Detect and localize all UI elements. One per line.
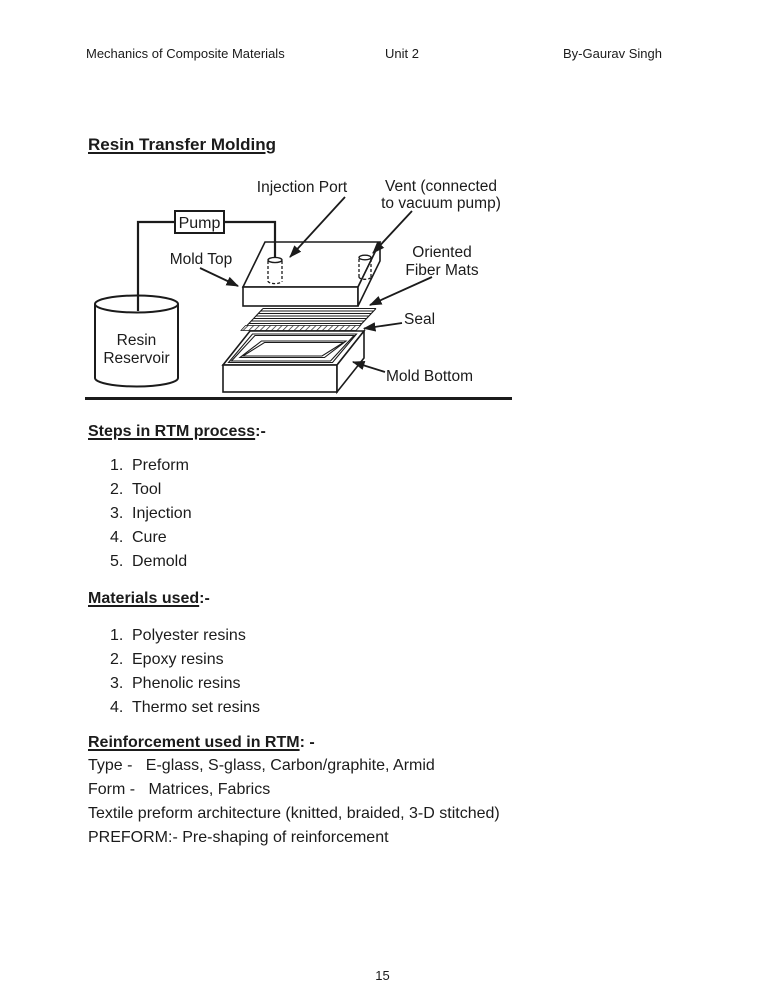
- fiber-mats-stack: [246, 307, 377, 326]
- pump-pipes: [136, 220, 277, 311]
- paragraph-textile: Textile preform architecture (knitted, b…: [88, 805, 500, 822]
- oriented-fiber-mats-label-2: Fiber Mats: [405, 262, 478, 279]
- page-number: 15: [375, 968, 390, 983]
- section-heading-reinforcement: Reinforcement used in RTM: -: [88, 734, 315, 752]
- mold-bottom-arrow: [351, 360, 386, 373]
- mold-top-label: Mold Top: [170, 251, 233, 268]
- vent-cylinder: [358, 254, 372, 280]
- header-unit: Unit 2: [385, 46, 419, 61]
- reservoir-label-1: Resin: [117, 332, 157, 349]
- vent-arrow: [372, 210, 413, 254]
- list-item: 1.Polyester resins: [110, 627, 246, 644]
- injection-port-cylinder: [267, 256, 283, 285]
- list-item: 3.Injection: [110, 505, 192, 522]
- list-item: 4.Cure: [110, 529, 167, 546]
- mold-top-slab: [241, 241, 382, 307]
- vent-label-1: Vent (connected: [385, 178, 497, 195]
- reinforcement-paragraphs: Type - E-glass, S-glass, Carbon/graphite…: [88, 754, 500, 850]
- section-heading-materials-suffix: :-: [199, 590, 210, 607]
- injection-port-label: Injection Port: [257, 179, 348, 196]
- list-item: 5.Demold: [110, 553, 188, 570]
- pump: Pump: [174, 210, 225, 234]
- page-title-text: Resin Transfer Molding: [88, 135, 276, 154]
- section-heading-steps: Steps in RTM process:-: [88, 423, 266, 441]
- steps-list: 1.Preform 2.Tool 3.Injection 4.Cure 5.De…: [110, 454, 192, 574]
- section-heading-materials-text: Materials used: [88, 590, 200, 607]
- section-heading-reinforcement-suffix: : -: [299, 734, 315, 751]
- seal-arrow: [362, 322, 403, 332]
- list-item: 1.Preform: [110, 457, 189, 474]
- reservoir-label-2: Reservoir: [103, 350, 169, 367]
- section-heading-steps-suffix: :-: [255, 423, 266, 440]
- paragraph-type: Type - E-glass, S-glass, Carbon/graphite…: [88, 757, 435, 774]
- list-item: 2.Tool: [110, 481, 162, 498]
- oriented-fiber-mats-label-1: Oriented: [412, 244, 471, 261]
- resin-reservoir: Resin Reservoir: [94, 294, 179, 388]
- list-item: 3.Phenolic resins: [110, 675, 241, 692]
- header-author: By-Gaurav Singh: [563, 46, 662, 61]
- header-course-title: Mechanics of Composite Materials: [86, 46, 285, 61]
- materials-list: 1.Polyester resins 2.Epoxy resins 3.Phen…: [110, 624, 260, 720]
- vent-label-2: to vacuum pump): [381, 195, 501, 212]
- mold-bottom: [221, 328, 366, 395]
- mold-bottom-label: Mold Bottom: [386, 368, 473, 385]
- list-item: 4.Thermo set resins: [110, 699, 261, 716]
- section-heading-materials: Materials used:-: [88, 590, 210, 608]
- paragraph-form: Form - Matrices, Fabrics: [88, 781, 271, 798]
- rtm-process-diagram: Resin Reservoir Pump: [85, 178, 512, 400]
- seal-label: Seal: [404, 311, 435, 328]
- section-heading-reinforcement-text: Reinforcement used in RTM: [88, 734, 300, 751]
- section-heading-steps-text: Steps in RTM process: [88, 423, 256, 440]
- callout-arrows: [199, 196, 433, 373]
- fiber-mats-arrow: [369, 276, 433, 306]
- page-title: Resin Transfer Molding: [88, 135, 276, 155]
- list-item: 2.Epoxy resins: [110, 651, 224, 668]
- pump-label: Pump: [179, 215, 221, 232]
- paragraph-preform: PREFORM:- Pre-shaping of reinforcement: [88, 829, 389, 846]
- injection-port-arrow: [289, 196, 346, 258]
- mold-top-arrow: [199, 267, 239, 287]
- seal-strip: [240, 325, 362, 331]
